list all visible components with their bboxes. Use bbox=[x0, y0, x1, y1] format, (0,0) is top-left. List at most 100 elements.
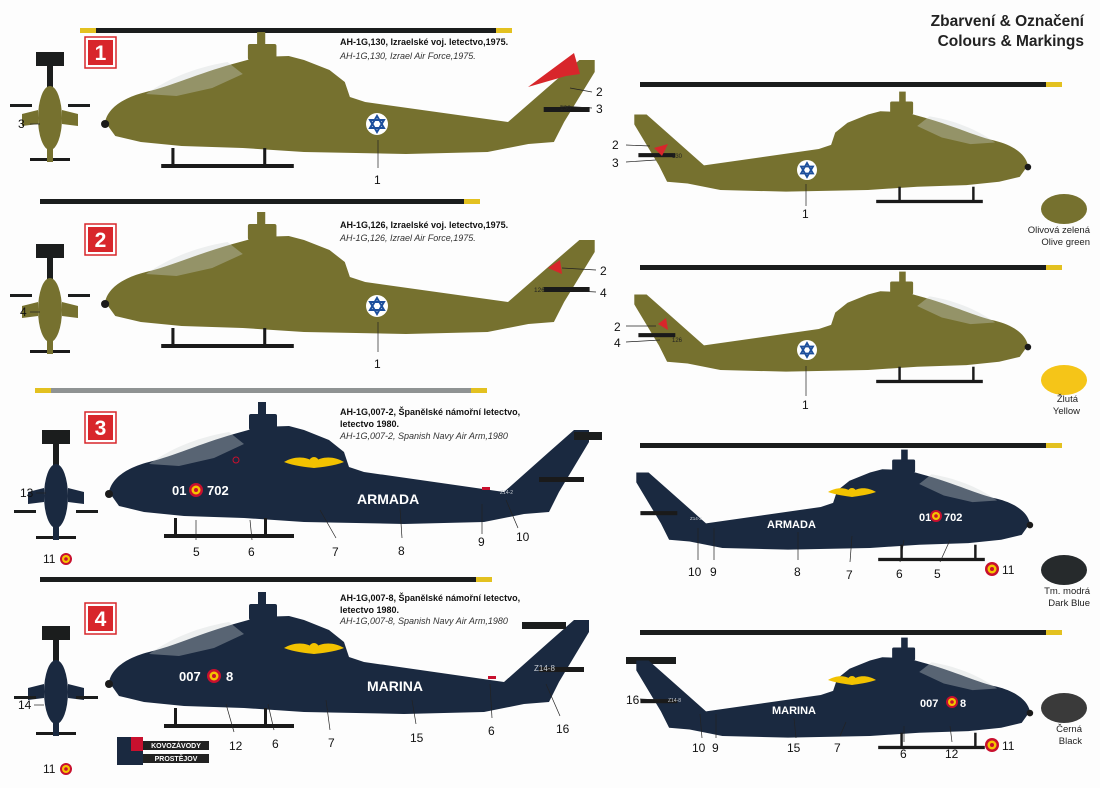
callout-9: 9 bbox=[710, 565, 717, 579]
swatch-chip bbox=[1041, 194, 1087, 224]
swatch-name-en: Black bbox=[1059, 736, 1082, 747]
callout-4: 4 bbox=[614, 336, 621, 350]
swatch-name-en: Yellow bbox=[1053, 406, 1080, 417]
callout-4: 4 bbox=[600, 286, 607, 300]
callout-2: 2 bbox=[614, 320, 621, 334]
nose-number: 007 bbox=[920, 698, 938, 710]
israel-roundel bbox=[797, 340, 817, 360]
swatch-name-cz: Černá bbox=[1056, 724, 1083, 735]
israel-roundel bbox=[797, 160, 817, 180]
callout-5: 5 bbox=[934, 567, 941, 581]
callout-8: 8 bbox=[398, 544, 405, 558]
callout-3: 3 bbox=[612, 156, 619, 170]
front-view bbox=[28, 626, 84, 736]
spain-roundel bbox=[930, 510, 942, 522]
aircraft-code: 702 bbox=[944, 512, 962, 524]
spain-roundel bbox=[985, 562, 999, 576]
nose-number: 01 bbox=[919, 512, 931, 524]
header-title-en: Colours & Markings bbox=[938, 33, 1084, 50]
callout-16: 16 bbox=[626, 693, 640, 707]
main-rotor bbox=[640, 630, 1062, 635]
swatch-chip bbox=[1041, 365, 1087, 395]
swatch-name-cz: Olivová zelená bbox=[1028, 225, 1091, 236]
callout-12: 12 bbox=[945, 747, 959, 761]
nose-number: 007 bbox=[179, 669, 201, 684]
scheme-1-right: 130 2 3 1 bbox=[612, 82, 1062, 221]
spain-roundel bbox=[60, 763, 72, 775]
navy-wings-insignia bbox=[828, 676, 876, 685]
front-callout-roundel: 11 bbox=[43, 552, 56, 566]
scheme-3: 3 01 702 ARMADA Z14-2 AH-1G,007-2, Španě… bbox=[14, 388, 602, 566]
spain-roundel bbox=[985, 738, 999, 752]
caption-en: AH-1G,126, Izrael Air Force,1975. bbox=[339, 233, 476, 243]
caption-en: AH-1G,130, Izrael Air Force,1975. bbox=[339, 51, 476, 61]
front-callout: 3 bbox=[18, 117, 25, 131]
tail-code: 126 bbox=[672, 338, 683, 344]
tail-flash bbox=[528, 53, 580, 87]
scheme-badge-number: 4 bbox=[95, 608, 107, 631]
spain-roundel bbox=[189, 483, 203, 497]
front-callout-roundel: 11 bbox=[43, 762, 56, 776]
callout-15: 15 bbox=[787, 741, 801, 755]
caption-cz: AH-1G,126, Izraelské voj. letectvo,1975. bbox=[340, 220, 508, 230]
scheme-badge bbox=[88, 40, 113, 65]
main-rotor bbox=[35, 388, 487, 393]
callout-2: 2 bbox=[612, 138, 619, 152]
callout-2: 2 bbox=[600, 264, 607, 278]
tail-code: 130 bbox=[672, 154, 683, 160]
callout-6: 6 bbox=[896, 567, 903, 581]
callout-5: 5 bbox=[193, 545, 200, 559]
swatch-chip bbox=[1041, 555, 1087, 585]
callout-6: 6 bbox=[900, 747, 907, 761]
callout-10: 10 bbox=[516, 530, 530, 544]
callout-10: 10 bbox=[692, 741, 706, 755]
scheme-2: 2 126 AH-1G,126, Izraelské voj. letectvo… bbox=[10, 199, 607, 371]
callout-12: 12 bbox=[229, 739, 243, 753]
caption-en: AH-1G,007-8, Spanish Navy Air Arm,1980 bbox=[339, 616, 508, 626]
main-rotor bbox=[640, 443, 1062, 448]
callout-7: 7 bbox=[328, 736, 335, 750]
kovozavody-logo: KOVOZÁVODY PROSTĚJOV bbox=[117, 737, 209, 765]
main-rotor bbox=[640, 265, 1062, 270]
swatch-name-cz: Žlutá bbox=[1057, 394, 1079, 405]
scheme-badge bbox=[88, 227, 113, 252]
swatch-name-cz: Tm. modrá bbox=[1044, 586, 1091, 597]
tail-flash bbox=[548, 260, 562, 274]
callout-7: 7 bbox=[834, 741, 841, 755]
front-callout: 13 bbox=[20, 486, 34, 500]
callout-1: 1 bbox=[802, 398, 809, 412]
callout-9: 9 bbox=[712, 741, 719, 755]
tail-code: Z14-8 bbox=[668, 698, 681, 704]
front-callout: 14 bbox=[18, 698, 32, 712]
navy-wings-insignia bbox=[284, 643, 344, 654]
spain-roundel bbox=[946, 696, 958, 708]
callout-15: 15 bbox=[410, 731, 424, 745]
israel-roundel bbox=[366, 113, 388, 135]
front-view bbox=[28, 430, 84, 540]
navy-wings-insignia bbox=[828, 488, 876, 497]
header-title-cz: Zbarvení & Označení bbox=[931, 13, 1085, 30]
logo-line-2: PROSTĚJOV bbox=[155, 754, 198, 763]
callout-2: 2 bbox=[596, 85, 603, 99]
callout-1: 1 bbox=[374, 357, 381, 371]
callout-7: 7 bbox=[846, 568, 853, 582]
aircraft-code: 8 bbox=[226, 669, 233, 684]
main-rotor bbox=[40, 577, 492, 582]
nose-number: 01 bbox=[172, 483, 186, 498]
tail-code: Z14-2 bbox=[690, 516, 702, 521]
scheme-badge-number: 2 bbox=[95, 229, 107, 252]
swatch-chip bbox=[1041, 693, 1087, 723]
callout-7: 7 bbox=[332, 545, 339, 559]
caption-cz: AH-1G,130, Izraelské voj. letectvo,1975. bbox=[340, 37, 508, 47]
caption-cz: AH-1G,007-8, Španělské námořní letectvo, bbox=[340, 592, 520, 603]
scheme-badge-number: 1 bbox=[95, 42, 107, 65]
side-view-right bbox=[634, 271, 1032, 384]
swatch-name-en: Olive green bbox=[1041, 237, 1090, 248]
callout-6: 6 bbox=[248, 545, 255, 559]
aircraft-code: 8 bbox=[960, 698, 966, 710]
scheme-badge bbox=[88, 415, 113, 440]
scheme-2-right: 126 2 4 1 bbox=[614, 265, 1062, 412]
spain-roundel bbox=[207, 669, 221, 683]
aircraft-code: 702 bbox=[207, 483, 229, 498]
